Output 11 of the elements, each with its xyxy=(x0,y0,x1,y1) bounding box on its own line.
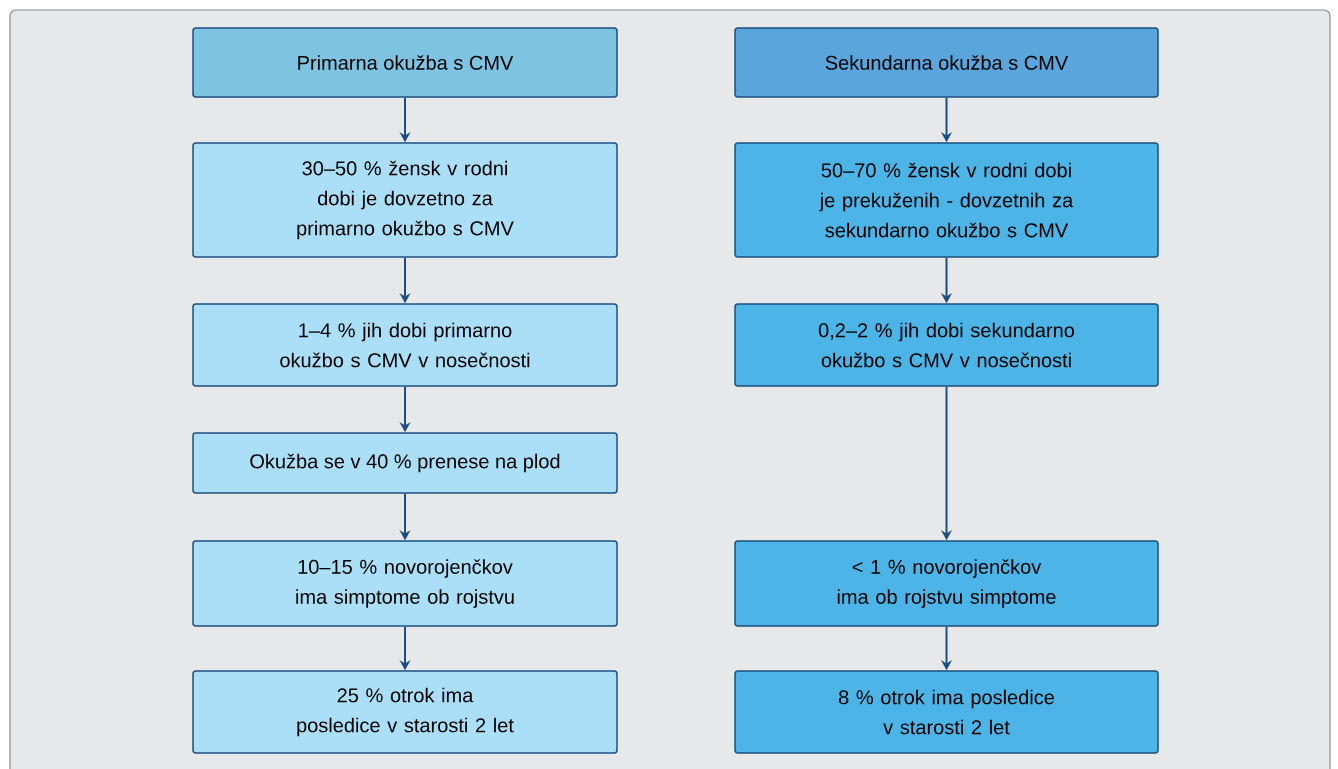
process-box: 1–4 % jih dobi primarno okužbo s CMV v nosečnosti xyxy=(192,303,618,387)
process-box: 0,2–2 % jih dobi sekundarno okužbo s CMV v nosečnosti xyxy=(734,303,1159,387)
process-box: 30–50 % žensk v rodni dobi je dovzetno za primarno okužbo s CMV xyxy=(192,142,618,258)
process-box: 25 % otrok ima posledice v starosti 2 let xyxy=(192,670,618,754)
process-box: 8 % otrok ima posledice v starosti 2 let xyxy=(734,670,1159,754)
process-box: Primarna okužba s CMV xyxy=(192,27,618,98)
process-box: 10–15 % novorojenčkov ima simptome ob rojstvu xyxy=(192,540,618,627)
process-box: < 1 % novorojenčkov ima ob rojstvu simptome xyxy=(734,540,1159,627)
process-box: Sekundarna okužba s CMV xyxy=(734,27,1159,98)
process-box: 50–70 % žensk v rodni dobi je prekuženih - dovzetnih za sekundarno okužbo s CMV xyxy=(734,142,1159,258)
process-box: Okužba se v 40 % prenese na plod xyxy=(192,432,618,494)
